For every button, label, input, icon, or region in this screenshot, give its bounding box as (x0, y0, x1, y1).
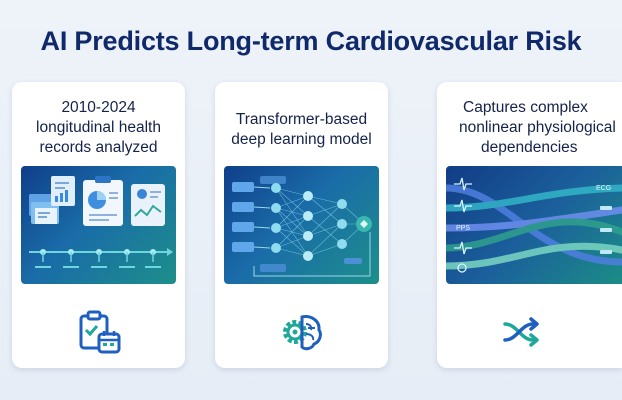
signal-markers (600, 206, 612, 254)
network-connections (275, 187, 365, 257)
flow-curves (446, 184, 622, 270)
card-health-records: 2010-2024 longitudinal health records an… (12, 82, 185, 368)
signal-curves-illustration: ECG PPS (446, 166, 622, 284)
shuffle-arrows-icon (499, 308, 547, 356)
patient-profile-graphic (131, 184, 165, 226)
card-transformer-model: Transformer-based deep learning model (215, 82, 388, 368)
caption-line: nonlinear physiological (459, 119, 616, 136)
page-title: AI Predicts Long-term Cardiovascular Ris… (40, 26, 582, 56)
card-caption: 2010-2024 longitudinal health records an… (12, 98, 185, 158)
clipboard-calendar-icon (75, 308, 123, 356)
document-chart-graphic (51, 176, 75, 206)
caption-line: dependencies (481, 139, 578, 156)
card-caption: Transformer-based deep learning model (215, 110, 388, 150)
brain-gear-icon (278, 308, 326, 356)
network-nodes (271, 183, 347, 261)
timeline-graphic (29, 248, 173, 268)
caption-line: deep learning model (231, 131, 372, 148)
neural-network-illustration (224, 166, 379, 284)
caption-line: Transformer-based (235, 111, 368, 128)
records-timeline-illustration (21, 166, 176, 284)
clipboard-report-graphic (83, 176, 123, 226)
card-caption: Captures complex nonlinear physiological… (459, 98, 616, 158)
input-tokens (232, 176, 286, 272)
card-nonlinear-dependencies: Captures complex nonlinear physiological… (437, 82, 622, 368)
waveforms (454, 177, 472, 273)
caption-line: Captures complex (463, 99, 588, 116)
caption-line: records analyzed (39, 139, 158, 156)
signal-label-pps: PPS (456, 225, 470, 232)
signal-label-ecg: ECG (596, 185, 611, 192)
caption-line: longitudinal health (36, 119, 161, 136)
caption-line: 2010-2024 (61, 99, 136, 116)
folder-graphic (29, 194, 59, 224)
